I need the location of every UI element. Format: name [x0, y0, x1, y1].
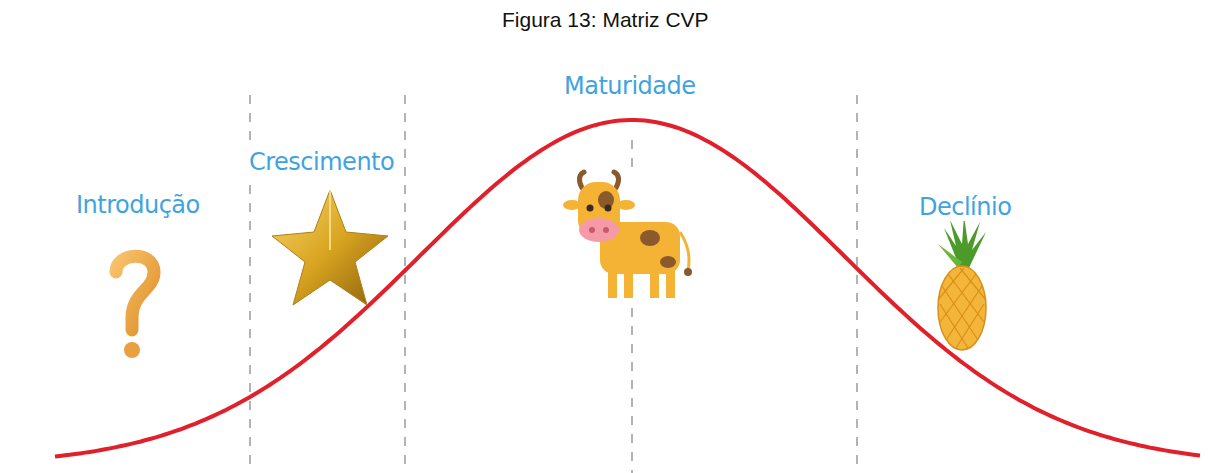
pineapple-icon: [938, 216, 986, 350]
star-icon: [272, 190, 388, 305]
phase-label: Declínio: [916, 193, 1014, 221]
figure-title: Figura 13: Matriz CVP: [502, 8, 709, 32]
cow-icon: [563, 172, 692, 298]
phase-label: Crescimento: [246, 148, 397, 176]
phase-label: Introdução: [73, 191, 203, 219]
phase-label: Maturidade: [561, 72, 699, 100]
life-cycle-curve: [55, 120, 1200, 457]
question-mark-icon: [116, 256, 154, 358]
